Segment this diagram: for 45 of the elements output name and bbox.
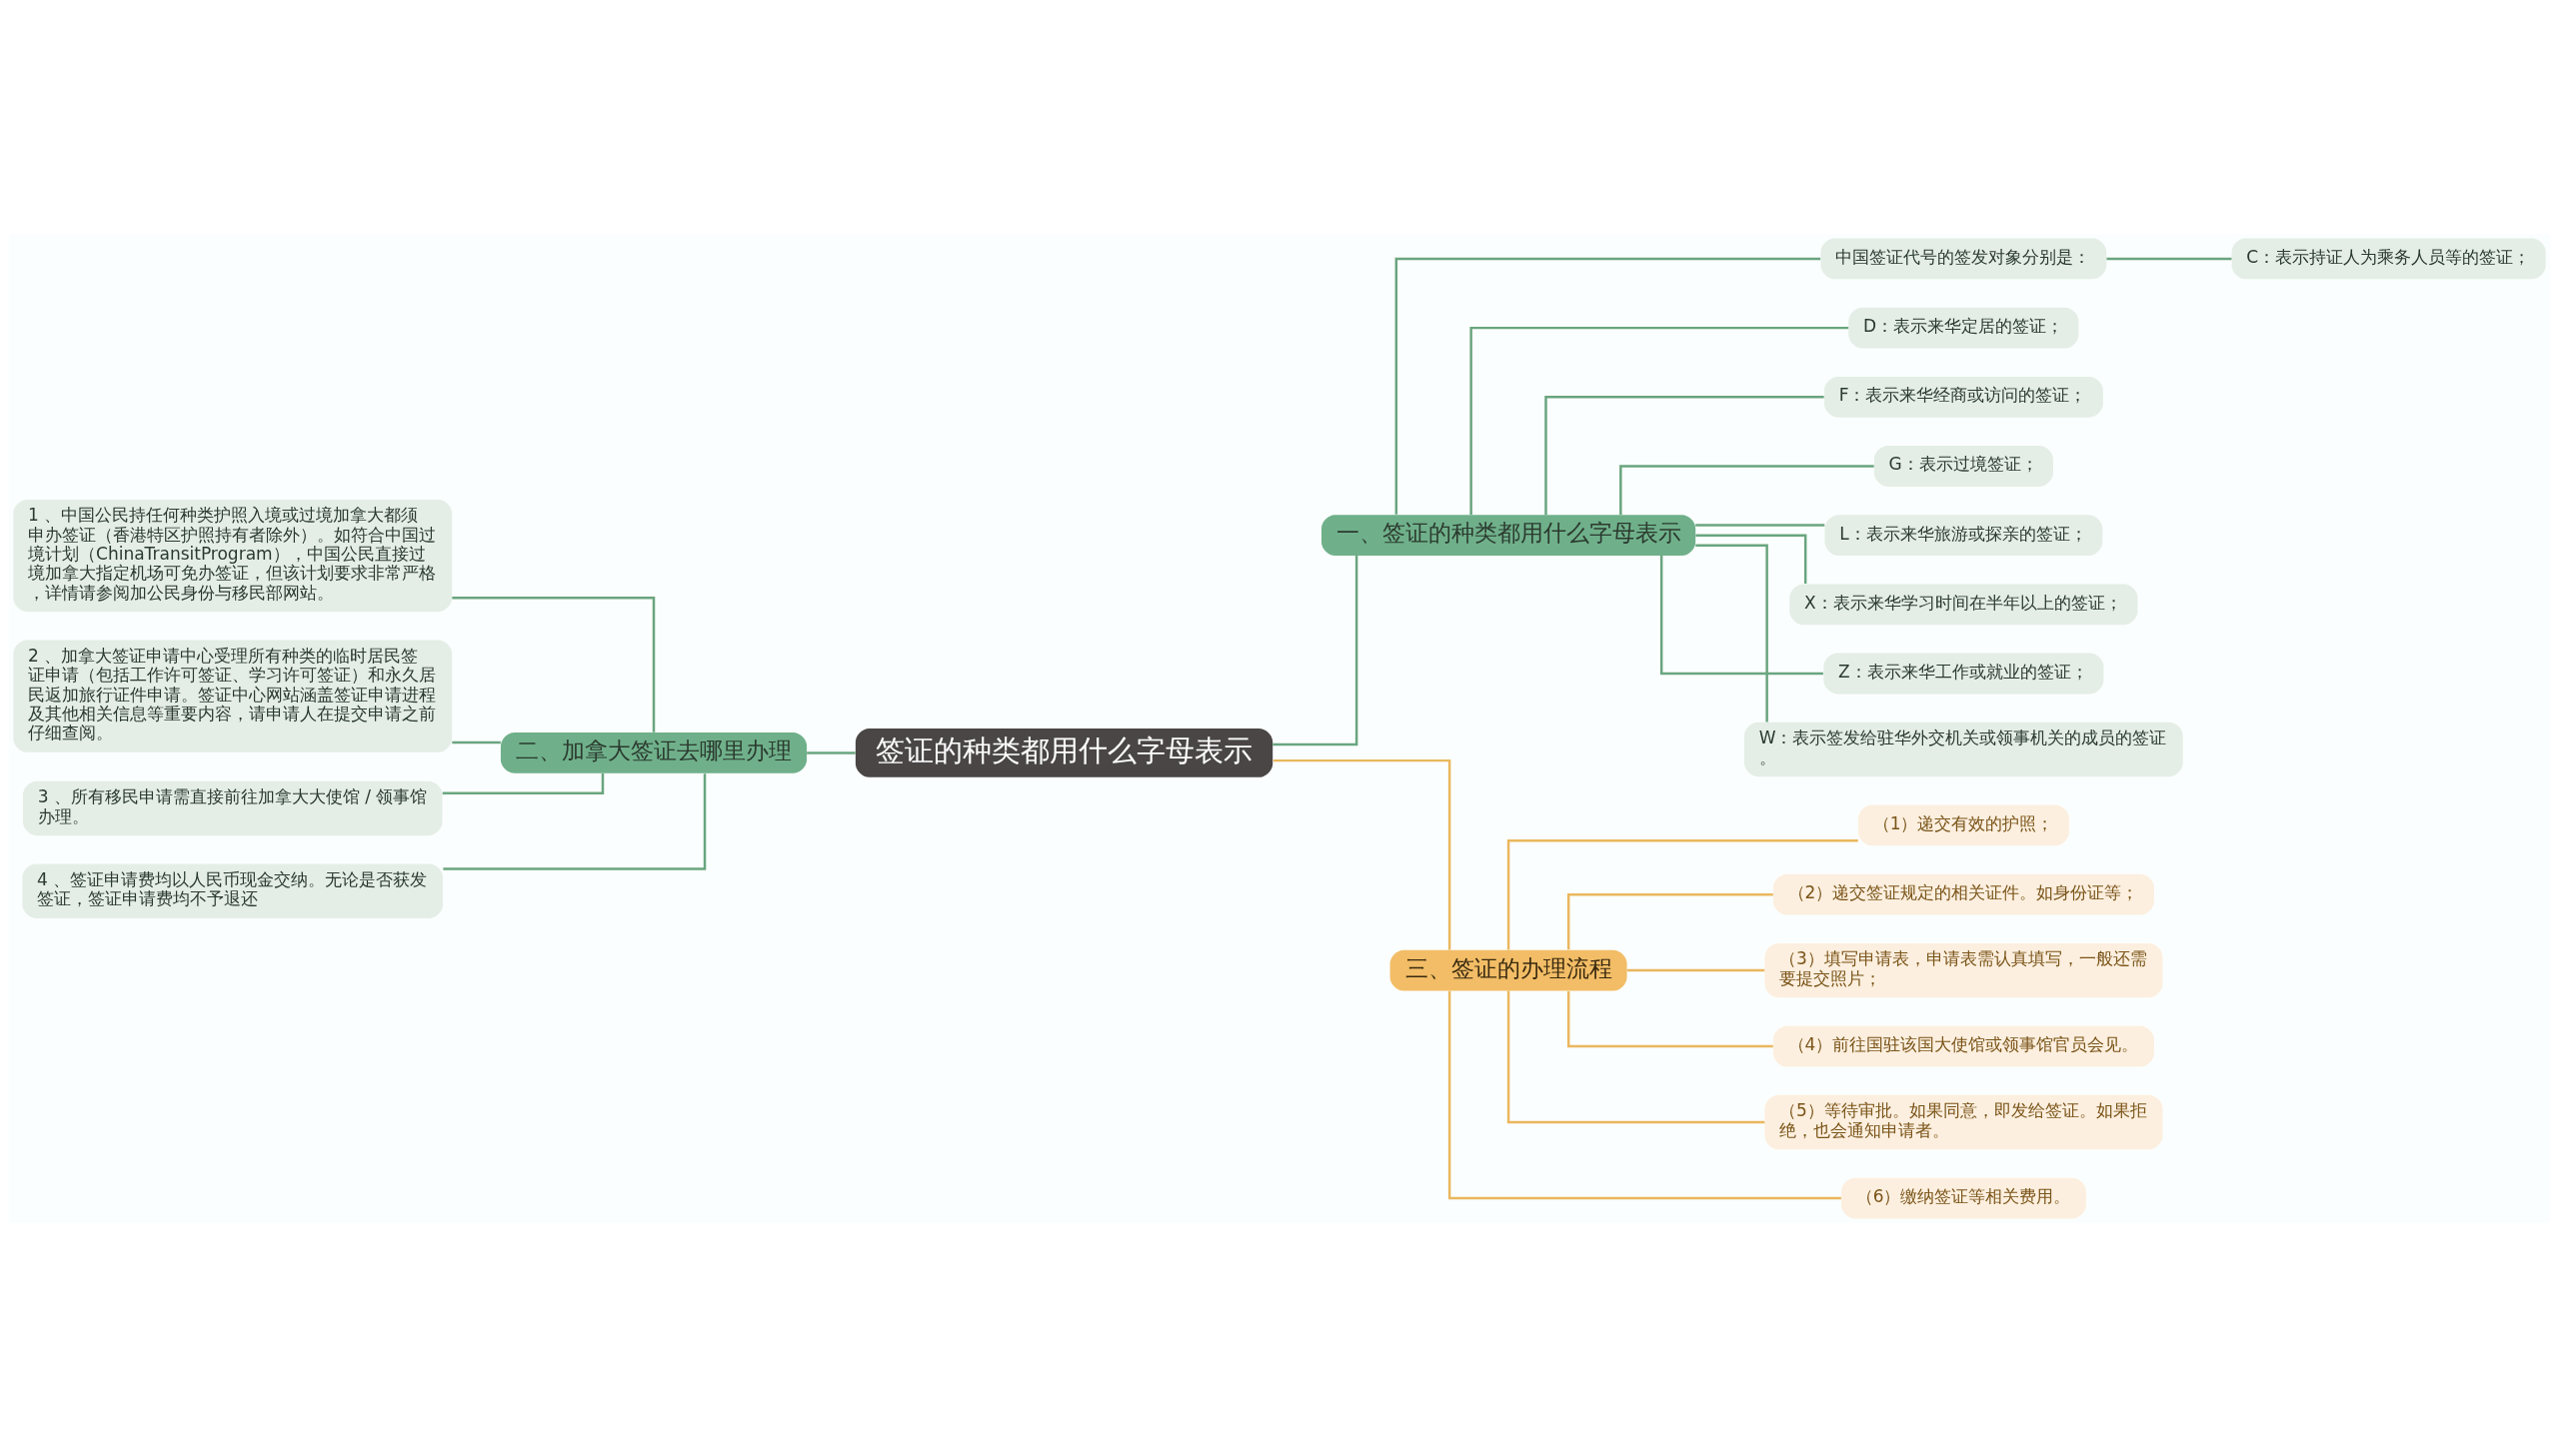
node-box: 二、加拿大签证去哪里办理 bbox=[500, 731, 808, 773]
connector bbox=[1273, 758, 1451, 950]
connector bbox=[442, 772, 605, 794]
connector bbox=[1626, 968, 1765, 971]
node-box: （6）缴纳签证等相关费用。 bbox=[1840, 1177, 2086, 1218]
connector bbox=[1394, 257, 1821, 515]
node-box: 中国签证代号的签发对象分别是： bbox=[1820, 238, 2107, 279]
node-box: L：表示来华旅游或探亲的签证； bbox=[1824, 514, 2103, 556]
connector bbox=[452, 740, 501, 743]
connector bbox=[1447, 990, 1841, 1199]
node-box: W：表示签发给驻华外交机关或领事机关的成员的签证。 bbox=[1743, 722, 2183, 776]
node-box: 签证的种类都用什么字母表示 bbox=[855, 728, 1274, 777]
connector bbox=[1469, 326, 1849, 515]
node-box: （1）递交有效的护照； bbox=[1857, 804, 2069, 845]
node-box: （3）填写申请表，申请表需认真填写，一般还需要提交照片； bbox=[1764, 942, 2163, 997]
node-box: F：表示来华经商或访问的签证； bbox=[1823, 376, 2103, 418]
node-box: （5）等待审批。如果同意，即发给签证。如果拒绝，也会通知申请者。 bbox=[1764, 1094, 2163, 1149]
connector bbox=[452, 596, 656, 732]
connector bbox=[443, 772, 707, 870]
node-box: G：表示过境签证； bbox=[1873, 445, 2053, 487]
node-box: 3 、所有移民申请需直接前往加拿大大使馆 / 领事馆办理。 bbox=[22, 780, 443, 835]
connector bbox=[1695, 523, 1825, 527]
connector bbox=[2106, 257, 2232, 260]
node-box: 2 、加拿大签证申请中心受理所有种类的临时居民签证申请（包括工作许可签证、学习许可签证）和永久居民返加旅行证件申请。签证中心网站涵盖签证申请进程及其他相关信息等重要内容，请申请人在提交申请之前仔细查阅。 bbox=[13, 640, 453, 752]
node-box: Z：表示来华工作或就业的签证； bbox=[1823, 653, 2104, 694]
connector bbox=[1544, 395, 1824, 515]
connector bbox=[1659, 555, 1823, 675]
node-box: D：表示来华定居的签证； bbox=[1848, 307, 2079, 349]
connector bbox=[1273, 555, 1358, 745]
connector bbox=[1695, 533, 1807, 584]
connector bbox=[1506, 990, 1765, 1123]
node-box: 三、签证的办理流程 bbox=[1389, 949, 1627, 991]
connector bbox=[1695, 544, 1768, 722]
node-box: （2）递交签证规定的相关证件。如身份证等； bbox=[1772, 873, 2154, 915]
node-box: 4 、签证申请费均以人民币现金交纳。无论是否获发签证，签证申请费均不予退还 bbox=[22, 863, 444, 918]
connector bbox=[1566, 892, 1773, 949]
connector bbox=[1619, 464, 1874, 515]
node-box: 一、签证的种类都用什么字母表示 bbox=[1320, 514, 1696, 556]
connector bbox=[1566, 990, 1773, 1047]
connector bbox=[807, 750, 856, 754]
node-box: （4）前往国驻该国大使馆或领事馆官员会见。 bbox=[1772, 1025, 2154, 1066]
node-box: C：表示持证人为乘务人员等的签证； bbox=[2231, 238, 2546, 279]
connector bbox=[1506, 838, 1858, 950]
node-box: 1 、中国公民持任何种类护照入境或过境加拿大都须申办签证（香港特区护照持有者除外）。如符合中国过境计划（ChinaTransitProgram），中国公民直接过境加拿大指定机场可免办签证，但该计划要求非常严格，详情请参阅加公民身份与移民部网站。 bbox=[13, 499, 453, 612]
node-box: X：表示来华学习时间在半年以上的签证； bbox=[1789, 583, 2138, 625]
